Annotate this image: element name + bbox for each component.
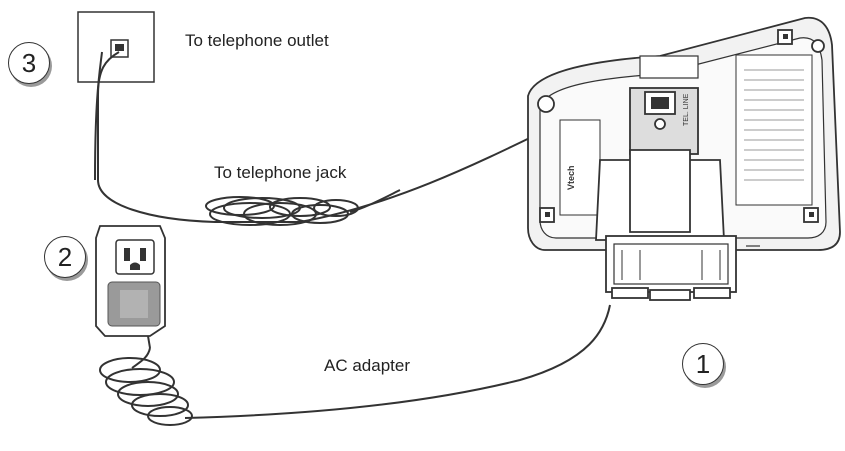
telephone-wall-outlet xyxy=(77,11,155,83)
label-telephone-jack: To telephone jack xyxy=(214,163,347,182)
label-ac-adapter: AC adapter xyxy=(324,356,410,375)
telephone-base xyxy=(527,16,841,301)
step-badge-3: 3 xyxy=(8,42,50,84)
ac-adapter xyxy=(95,225,166,349)
step-badge-2: 2 xyxy=(44,236,86,278)
label-telephone-outlet: To telephone outlet xyxy=(185,31,329,50)
step-badge-1: 1 xyxy=(682,343,724,385)
brand-text: Vtech xyxy=(566,165,576,190)
ac-adapter-cord xyxy=(99,304,611,426)
port-label: TEL. LINE xyxy=(683,93,690,126)
telephone-line-cord xyxy=(94,51,621,226)
